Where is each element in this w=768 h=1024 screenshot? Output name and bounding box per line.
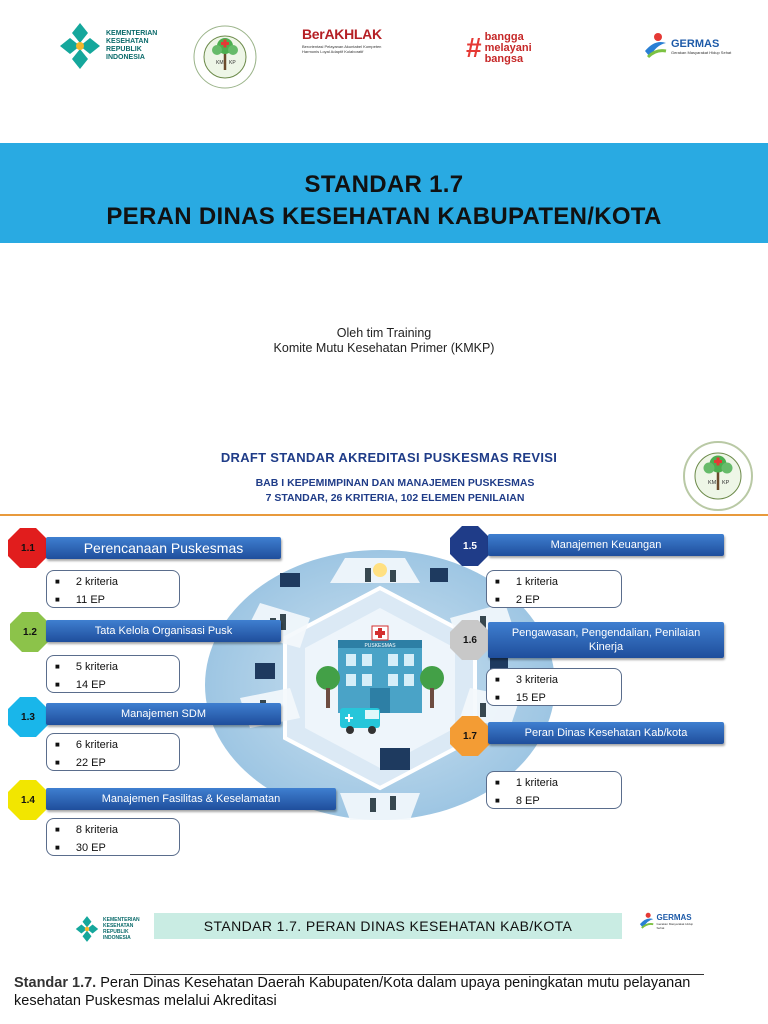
komite-mutu-logo-icon: KM KP: [683, 441, 753, 511]
section-1-1-label: Perencanaan Puskesmas: [46, 537, 281, 559]
section-1-3-label: Manajemen SDM: [46, 703, 281, 725]
page-title-line2: PERAN DINAS KESEHATAN KABUPATEN/KOTA: [106, 203, 662, 230]
building-sign: PUSKESMAS: [364, 643, 396, 649]
standard-label: Standar 1.7.: [14, 975, 97, 991]
bangga-words: bangga melayani bangsa: [484, 30, 532, 65]
section-1-4-number: 1.4: [8, 780, 48, 820]
section-1-2-number: 1.2: [10, 612, 50, 652]
svg-text:KM: KM: [708, 480, 717, 486]
byline-line2: Komite Mutu Kesehatan Primer (KMKP): [273, 341, 495, 355]
bangga-melayani-logo: # bangga melayani bangsa: [466, 26, 546, 70]
section-1-1-number: 1.1: [8, 528, 48, 568]
germas-logo: GERMAS Gerakan Masyarakat Hidup Sehat: [642, 24, 732, 68]
section-1-5-number: 1.5: [450, 526, 490, 566]
berakhlak-logo: BerAKHLAK Berorientasi Pelayanan Akuntab…: [302, 26, 392, 66]
section-1-7-label: Peran Dinas Kesehatan Kab/kota: [488, 722, 724, 744]
germas-title: GERMAS: [671, 37, 720, 50]
byline: Oleh tim Training Komite Mutu Kesehatan …: [0, 326, 768, 356]
draft-subtitle-1: BAB I KEPEMIMPINAN DAN MANAJEMEN PUSKESM…: [255, 477, 535, 489]
footer-divider: [130, 974, 704, 975]
kemenkes-text: KEMENTERIAN KESEHATAN REPUBLIK INDONESIA: [106, 30, 158, 61]
draft-subtitle-2: 7 STANDAR, 26 KRITERIA, 102 ELEMEN PENIL…: [265, 492, 525, 504]
svg-text:KM: KM: [216, 60, 224, 66]
section-1-7-details: ■1 kriteria ■8 EP: [486, 771, 622, 809]
title-band: STANDAR 1.7 PERAN DINAS KESEHATAN KABUPA…: [0, 143, 768, 243]
section-1-2-details: ■5 kriteria ■14 EP: [46, 655, 180, 693]
berakhlak-subtitle: Berorientasi Pelayanan Akuntabel Kompete…: [302, 44, 382, 54]
puskesmas-illustration: PUSKESMAS: [240, 558, 520, 820]
standard-description: Standar 1.7. Peran Dinas Kesehatan Daera…: [14, 974, 714, 1010]
hashtag-icon: #: [466, 32, 482, 63]
germas-figure-icon: [645, 33, 667, 59]
page-title-line1: STANDAR 1.7: [304, 171, 464, 198]
svg-text:KP: KP: [229, 60, 236, 66]
footer-standard-band: STANDAR 1.7. PERAN DINAS KESEHATAN KAB/K…: [154, 913, 622, 939]
kemenkes-logo: KEMENTERIAN KESEHATAN REPUBLIK INDONESIA: [58, 20, 168, 72]
section-1-3-details: ■6 kriteria ■22 EP: [46, 733, 180, 771]
section-1-5-details: ■1 kriteria ■2 EP: [486, 570, 622, 608]
section-1-5-label: Manajemen Keuangan: [488, 534, 724, 556]
standard-body: Peran Dinas Kesehatan Daerah Kabupaten/K…: [14, 975, 691, 1009]
section-1-4-label: Manajemen Fasilitas & Keselamatan: [46, 788, 336, 810]
germas-figure-icon: [639, 912, 654, 929]
section-1-6-details: ■3 kriteria ■15 EP: [486, 668, 622, 706]
komite-mutu-seal: KM KP: [190, 12, 260, 102]
divider-line: [0, 514, 768, 516]
svg-text:KP: KP: [722, 480, 730, 486]
section-1-4-details: ■8 kriteria ■30 EP: [46, 818, 180, 856]
byline-line1: Oleh tim Training: [336, 326, 432, 340]
berakhlak-title: BerAKHLAK: [302, 26, 382, 42]
draft-title: DRAFT STANDAR AKREDITASI PUSKESMAS REVIS…: [220, 450, 558, 465]
komite-mutu-logo-icon: KM KP: [193, 25, 257, 89]
komite-mutu-seal-small: KM KP: [682, 440, 754, 512]
lightbulb-icon: [373, 563, 387, 577]
section-1-2-label: Tata Kelola Organisasi Pusk: [46, 620, 281, 642]
germas-logo-small: GERMAS Gerakan Masyarakat Hidup Sehat: [638, 906, 698, 936]
section-1-7-number: 1.7: [450, 716, 490, 756]
section-1-3-number: 1.3: [8, 697, 48, 737]
section-1-6-label: Pengawasan, Pengendalian, Penilaian Kine…: [488, 622, 724, 658]
section-1-1-details: ■2 kriteria ■11 EP: [46, 570, 180, 608]
kemenkes-emblem-icon: [75, 916, 99, 942]
germas-subtitle: Gerakan Masyarakat Hidup Sehat: [671, 49, 732, 55]
section-1-6-number: 1.6: [450, 620, 490, 660]
kemenkes-emblem-icon: [60, 23, 100, 69]
kemenkes-logo-small: KEMENTERIAN KESEHATAN REPUBLIK INDONESIA: [74, 914, 146, 944]
